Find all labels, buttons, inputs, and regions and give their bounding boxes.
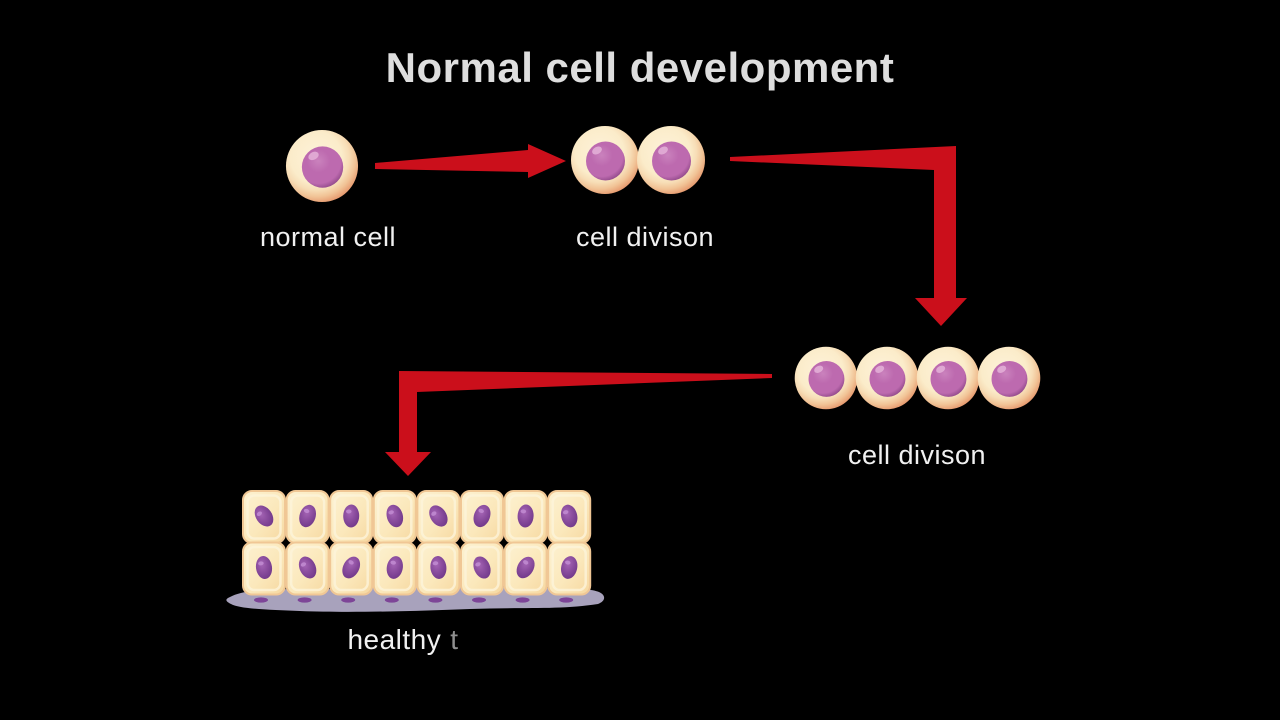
cell-graphic xyxy=(571,126,639,194)
cell-graphic xyxy=(794,346,858,410)
label-normal-cell: normal cell xyxy=(259,222,397,252)
four-cell-division-illustration xyxy=(794,346,1041,410)
membrane-dot xyxy=(428,597,443,603)
tissue-cell-graphic xyxy=(372,489,418,545)
label-healthy-tissue: healthy t xyxy=(347,624,458,656)
tissue-cell-graphic xyxy=(285,541,330,596)
tissue-cell-graphic xyxy=(459,541,505,596)
membrane-dot xyxy=(297,597,312,603)
cell-graphic xyxy=(916,346,980,410)
cell-graphic xyxy=(977,346,1041,410)
tissue-cell-graphic xyxy=(416,541,461,596)
label-typing-text: t xyxy=(450,624,459,655)
tissue-cell-graphic xyxy=(546,541,592,596)
tissue-cell-graphic xyxy=(328,489,374,545)
tissue-cell-graphic xyxy=(285,489,330,545)
normal-cell-illustration xyxy=(285,129,359,203)
cell-graphic xyxy=(637,126,705,194)
tissue-cell-graphic xyxy=(372,541,418,596)
arrow-elbow-left-down-icon xyxy=(385,371,772,476)
membrane-dot xyxy=(559,597,574,603)
tissue-cell-graphic xyxy=(241,541,287,596)
healthy-tissue-illustration xyxy=(226,489,605,612)
tissue-cell-grid xyxy=(241,489,592,596)
tissue-cell-graphic xyxy=(241,489,287,545)
tissue-cell-graphic xyxy=(328,541,374,596)
label-cell-division-2: cell divison xyxy=(847,440,987,470)
tissue-cell-graphic xyxy=(459,489,505,545)
tissue-cell-graphic xyxy=(416,489,461,545)
arrow-elbow-right-down-icon xyxy=(730,146,967,326)
page-title: Normal cell development xyxy=(385,44,895,91)
cell-graphic xyxy=(285,129,359,203)
membrane-dot xyxy=(384,597,399,603)
membrane-dots xyxy=(254,597,574,603)
membrane-dot xyxy=(254,597,268,603)
tissue-cell-graphic xyxy=(503,541,548,596)
cell-graphic xyxy=(855,346,919,410)
membrane-dot xyxy=(472,597,486,603)
arrow-right-icon xyxy=(375,144,566,178)
label-healthy-text: healthy xyxy=(347,624,442,655)
membrane-dot xyxy=(341,597,356,603)
tissue-cell-graphic xyxy=(546,489,592,545)
membrane-dot xyxy=(515,597,530,603)
label-cell-division-1: cell divison xyxy=(575,222,715,252)
two-cell-division-illustration xyxy=(571,126,705,194)
tissue-cell-graphic xyxy=(503,489,548,545)
